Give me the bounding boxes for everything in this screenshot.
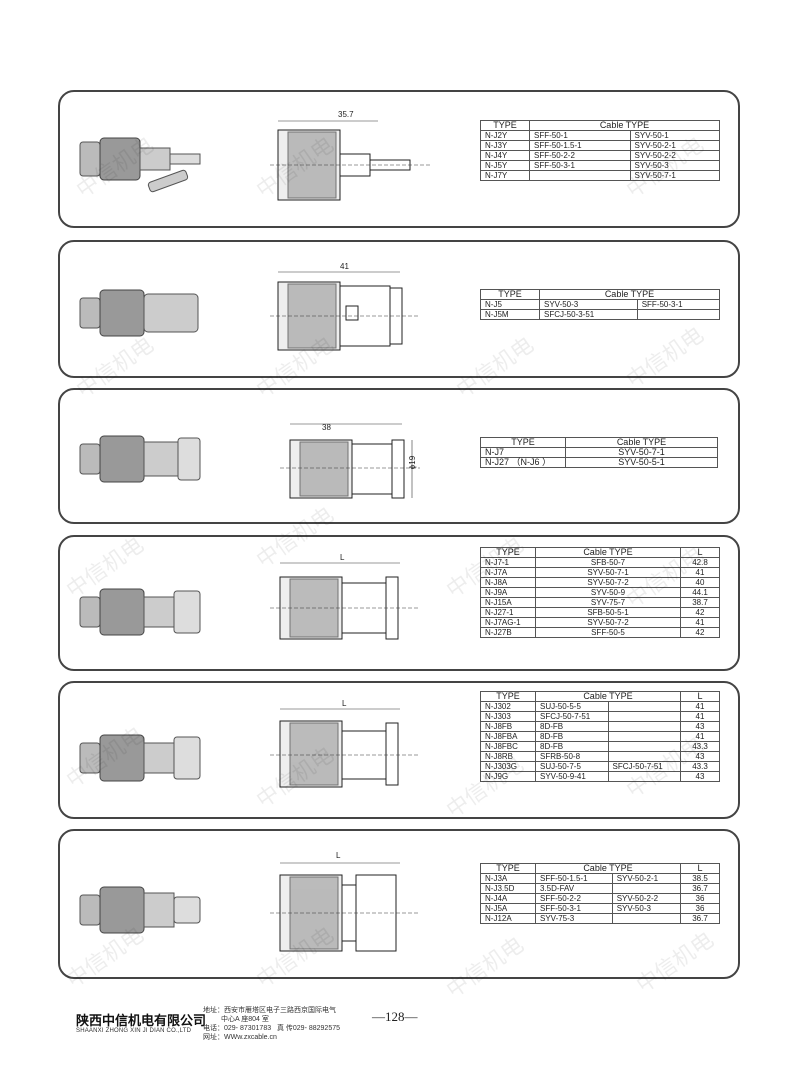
header-length: L	[680, 547, 720, 558]
page-number: —128—	[372, 1009, 418, 1024]
phone-number: 电话：029- 87301783	[203, 1025, 272, 1032]
company-name-cn: 陕西中信机电有限公司	[76, 1013, 207, 1028]
table-row: N-J27 （N-J6 ）SYV-50-5-1	[480, 457, 718, 468]
address-line-1: 地址：西安市雁塔区电子三路西京国际电气	[203, 1007, 336, 1014]
connector-photo-icon	[79, 886, 201, 934]
company-name-en: SHAANXI ZHONG XIN JI DIAN CO.,LTD	[76, 1028, 192, 1034]
header-type: TYPE	[480, 289, 540, 300]
address-line-2: 中心A 座804 室	[221, 1016, 269, 1023]
dimension-label: L	[336, 851, 341, 860]
connector-drawing-icon	[270, 120, 430, 201]
dimension-label: 41	[340, 262, 349, 271]
header-type: TYPE	[480, 691, 536, 702]
dimension-label: 38	[322, 423, 331, 432]
contact-info: 地址：西安市雁塔区电子三路西京国际电气 中心A 座804 室 电话：029- 8…	[203, 1006, 340, 1042]
header-type: TYPE	[480, 437, 566, 448]
header-type: TYPE	[480, 547, 536, 558]
diameter-label: ϕ19	[408, 455, 418, 470]
connector-drawing-icon	[270, 708, 420, 788]
dimension-label: 35.7	[338, 110, 354, 119]
header-cable-type: Cable TYPE	[539, 289, 720, 300]
page-footer: 陕西中信机电有限公司 SHAANXI ZHONG XIN JI DIAN CO.…	[0, 1000, 794, 1060]
header-cable-type: Cable TYPE	[565, 437, 718, 448]
header-cable-type: Cable TYPE	[535, 863, 681, 874]
connector-drawing-icon	[270, 562, 420, 640]
header-length: L	[680, 863, 720, 874]
dimension-label: L	[342, 699, 347, 708]
connector-photo-icon	[79, 435, 201, 483]
connector-photo-icon	[79, 734, 201, 782]
header-cable-type: Cable TYPE	[535, 547, 681, 558]
fax-number: 真 传029- 88292575	[276, 1025, 340, 1032]
dimension-label: L	[340, 553, 345, 562]
header-cable-type: Cable TYPE	[529, 120, 720, 131]
website-link[interactable]: 网址：WWw.zxcable.cn	[203, 1034, 277, 1041]
header-cable-type: Cable TYPE	[535, 691, 681, 702]
phone-fax-line: 电话：029- 87301783 真 传029- 88292575	[203, 1024, 340, 1033]
connector-drawing-icon	[270, 862, 420, 952]
connector-drawing-icon	[270, 271, 420, 351]
header-type: TYPE	[480, 120, 530, 131]
connector-photo-icon	[79, 137, 201, 193]
header-type: TYPE	[480, 863, 536, 874]
header-length: L	[680, 691, 720, 702]
connector-photo-icon	[79, 588, 201, 636]
connector-drawing-icon	[280, 423, 420, 499]
connector-photo-icon	[79, 289, 199, 337]
